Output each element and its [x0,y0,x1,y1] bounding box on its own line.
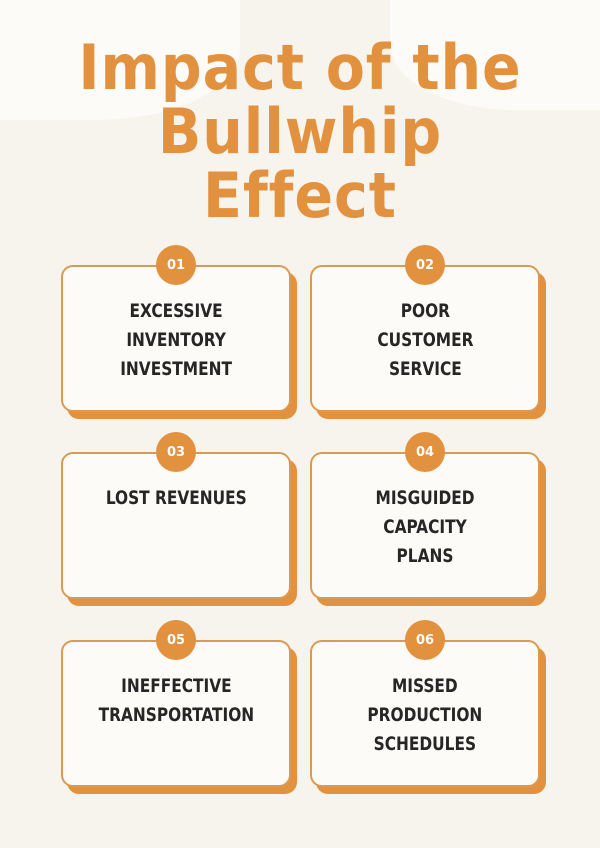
impact-card-6: MISSED PRODUCTION SCHEDULES 06 [310,620,546,794]
number-badge: 03 [156,432,196,472]
number-badge: 01 [156,245,196,285]
card-label: EXCESSIVE INVENTORY INVESTMENT [120,300,232,380]
card-face: INEFFECTIVE TRANSPORTATION [61,640,291,787]
number-badge: 04 [405,432,445,472]
number-badge: 06 [405,620,445,660]
impact-card-3: LOST REVENUES 03 [61,432,297,606]
impact-card-4: MISGUIDED CAPACITY PLANS 04 [310,432,546,606]
impact-card-1: EXCESSIVE INVENTORY INVESTMENT 01 [61,245,297,419]
card-face: MISGUIDED CAPACITY PLANS [310,452,540,599]
card-label: POOR CUSTOMER SERVICE [376,300,474,380]
number-badge: 05 [156,620,196,660]
title-line: Effect [203,159,397,232]
card-face: MISSED PRODUCTION SCHEDULES [310,640,540,787]
number-badge: 02 [405,245,445,285]
title-line: Impact of the [78,31,522,104]
card-label: LOST REVENUES [105,487,247,509]
impact-card-2: POOR CUSTOMER SERVICE 02 [310,245,546,419]
title-line: Bullwhip [157,95,443,168]
impact-card-5: INEFFECTIVE TRANSPORTATION 05 [61,620,297,794]
card-label: MISGUIDED CAPACITY PLANS [375,487,475,567]
card-face: LOST REVENUES [61,452,291,599]
page-title: Impact of the Bullwhip Effect [0,36,600,228]
card-label: MISSED PRODUCTION SCHEDULES [367,675,483,755]
card-face: EXCESSIVE INVENTORY INVESTMENT [61,265,291,412]
card-face: POOR CUSTOMER SERVICE [310,265,540,412]
card-label: INEFFECTIVE TRANSPORTATION [98,675,254,726]
